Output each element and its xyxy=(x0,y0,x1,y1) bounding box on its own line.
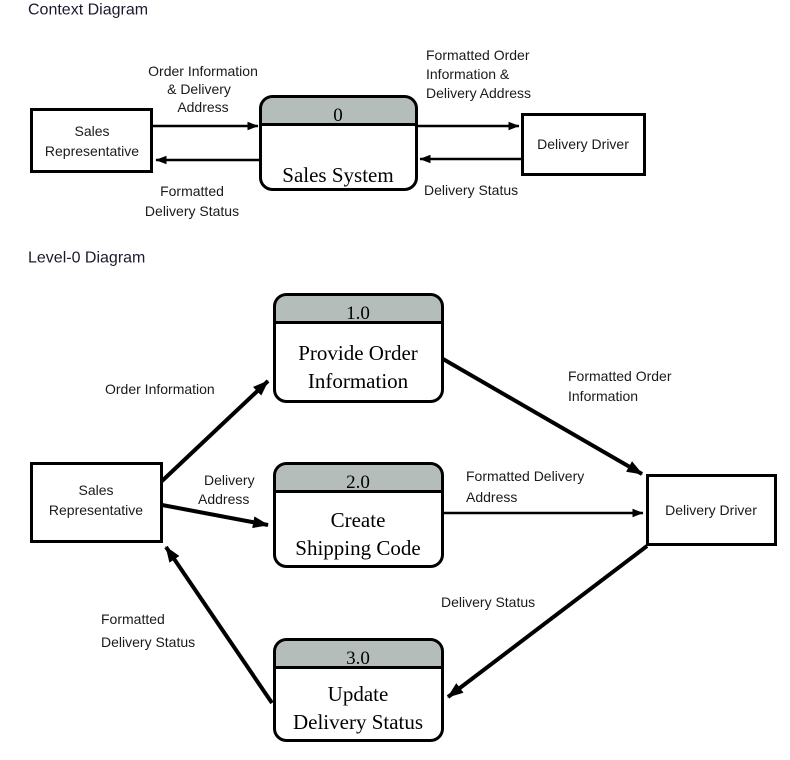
flow-label-line1: Formatted Order xyxy=(568,368,672,384)
process-body xyxy=(273,666,444,743)
process-number: 2.0 xyxy=(346,472,370,493)
level0-flow-formatted-delivery-status: Formatted Delivery Status xyxy=(101,545,274,705)
process-number: 1.0 xyxy=(346,303,370,324)
context-process-sales-system: 0 Sales System xyxy=(259,94,418,192)
flow-label-line2: Information & xyxy=(426,66,510,82)
flow-label-line1: Delivery Status xyxy=(441,594,535,610)
context-flow-formatted-delivery-status: Formatted Delivery Status xyxy=(145,155,260,219)
flow-label-line2: Address xyxy=(466,489,517,505)
entity-label-line2: Representative xyxy=(49,502,143,518)
flow-arrow xyxy=(441,357,644,476)
entity-box xyxy=(30,108,153,173)
process-number: 0 xyxy=(333,105,343,126)
level0-process-provide-order-information: 1.0 Provide Order Information xyxy=(273,292,444,404)
level0-entity-delivery-driver: Delivery Driver xyxy=(646,474,777,546)
flow-arrow xyxy=(161,503,269,529)
process-header-band xyxy=(273,637,444,669)
flow-arrow xyxy=(446,544,649,699)
process-name-line1: Provide Order xyxy=(298,341,418,365)
process-number: 3.0 xyxy=(346,648,370,669)
entity-label-line1: Delivery Driver xyxy=(537,136,629,152)
flow-label-line2: Delivery Status xyxy=(101,634,195,650)
process-name-line2: Information xyxy=(308,369,409,393)
process-header-band xyxy=(259,94,418,126)
process-body xyxy=(273,490,444,569)
context-diagram-title: Context Diagram xyxy=(28,1,148,18)
process-header-band xyxy=(273,461,444,493)
flow-label-line1: Delivery Status xyxy=(424,182,518,198)
flow-label-line2: Information xyxy=(568,388,638,404)
level0-process-update-delivery-status: 3.0 Update Delivery Status xyxy=(273,637,444,743)
flow-label-line3: Address xyxy=(177,99,228,115)
flow-arrow xyxy=(164,545,274,705)
flow-label-line3: Delivery Address xyxy=(426,85,531,101)
process-header-band xyxy=(273,292,444,324)
context-flow-delivery-status: Delivery Status xyxy=(419,154,522,198)
entity-label-line1: Sales xyxy=(74,123,109,139)
flow-label-line1: Formatted Delivery xyxy=(466,468,584,484)
flow-label-line1: Order Information xyxy=(148,63,258,79)
flow-label-line2: Delivery Status xyxy=(145,203,239,219)
process-name-line2: Shipping Code xyxy=(295,536,420,560)
level0-entity-sales-representative: Sales Representative xyxy=(30,462,163,543)
level0-diagram-section: Level-0 Diagram 1.0 Provide Order Inform… xyxy=(28,249,777,743)
level0-flow-delivery-status: Delivery Status xyxy=(441,544,649,699)
context-diagram-section: Context Diagram Sales Representative 0 S… xyxy=(28,1,646,219)
level0-flow-delivery-address: Delivery Address xyxy=(161,472,269,529)
context-entity-delivery-driver: Delivery Driver xyxy=(521,113,646,176)
process-name-line2: Delivery Status xyxy=(293,710,423,734)
level0-flow-formatted-delivery-address: Formatted Delivery Address xyxy=(443,468,644,518)
context-entity-sales-representative: Sales Representative xyxy=(30,108,153,173)
entity-label-line2: Representative xyxy=(45,143,139,159)
flow-label-line2: & Delivery xyxy=(167,81,231,97)
level0-process-create-shipping-code: 2.0 Create Shipping Code xyxy=(273,461,444,569)
context-flow-order-information-delivery-address: Order Information & Delivery Address xyxy=(148,63,259,131)
flow-label-line2: Address xyxy=(198,491,249,507)
process-name-line1: Sales System xyxy=(282,163,393,187)
process-body xyxy=(259,123,418,192)
flow-label-line1: Formatted xyxy=(101,611,165,627)
flow-label-line1: Formatted xyxy=(160,183,224,199)
process-body xyxy=(273,321,444,404)
level0-diagram-title: Level-0 Diagram xyxy=(28,249,145,266)
level0-flow-formatted-order-information: Formatted Order Information xyxy=(441,357,672,476)
process-name-line1: Update xyxy=(328,682,389,706)
entity-label-line1: Delivery Driver xyxy=(665,502,757,518)
flow-label-line1: Delivery xyxy=(204,472,255,488)
entity-box xyxy=(521,113,646,176)
flow-label-line1: Formatted Order xyxy=(426,47,530,63)
entity-box xyxy=(646,474,777,546)
entity-label-line1: Sales xyxy=(78,482,113,498)
level0-flow-order-information: Order Information xyxy=(105,379,270,483)
process-name-line1: Create xyxy=(331,508,386,532)
flow-arrow xyxy=(160,379,270,483)
entity-box xyxy=(30,462,163,543)
flow-label-line1: Order Information xyxy=(105,381,215,397)
context-flow-formatted-order-information: Formatted Order Information & Delivery A… xyxy=(417,47,531,131)
